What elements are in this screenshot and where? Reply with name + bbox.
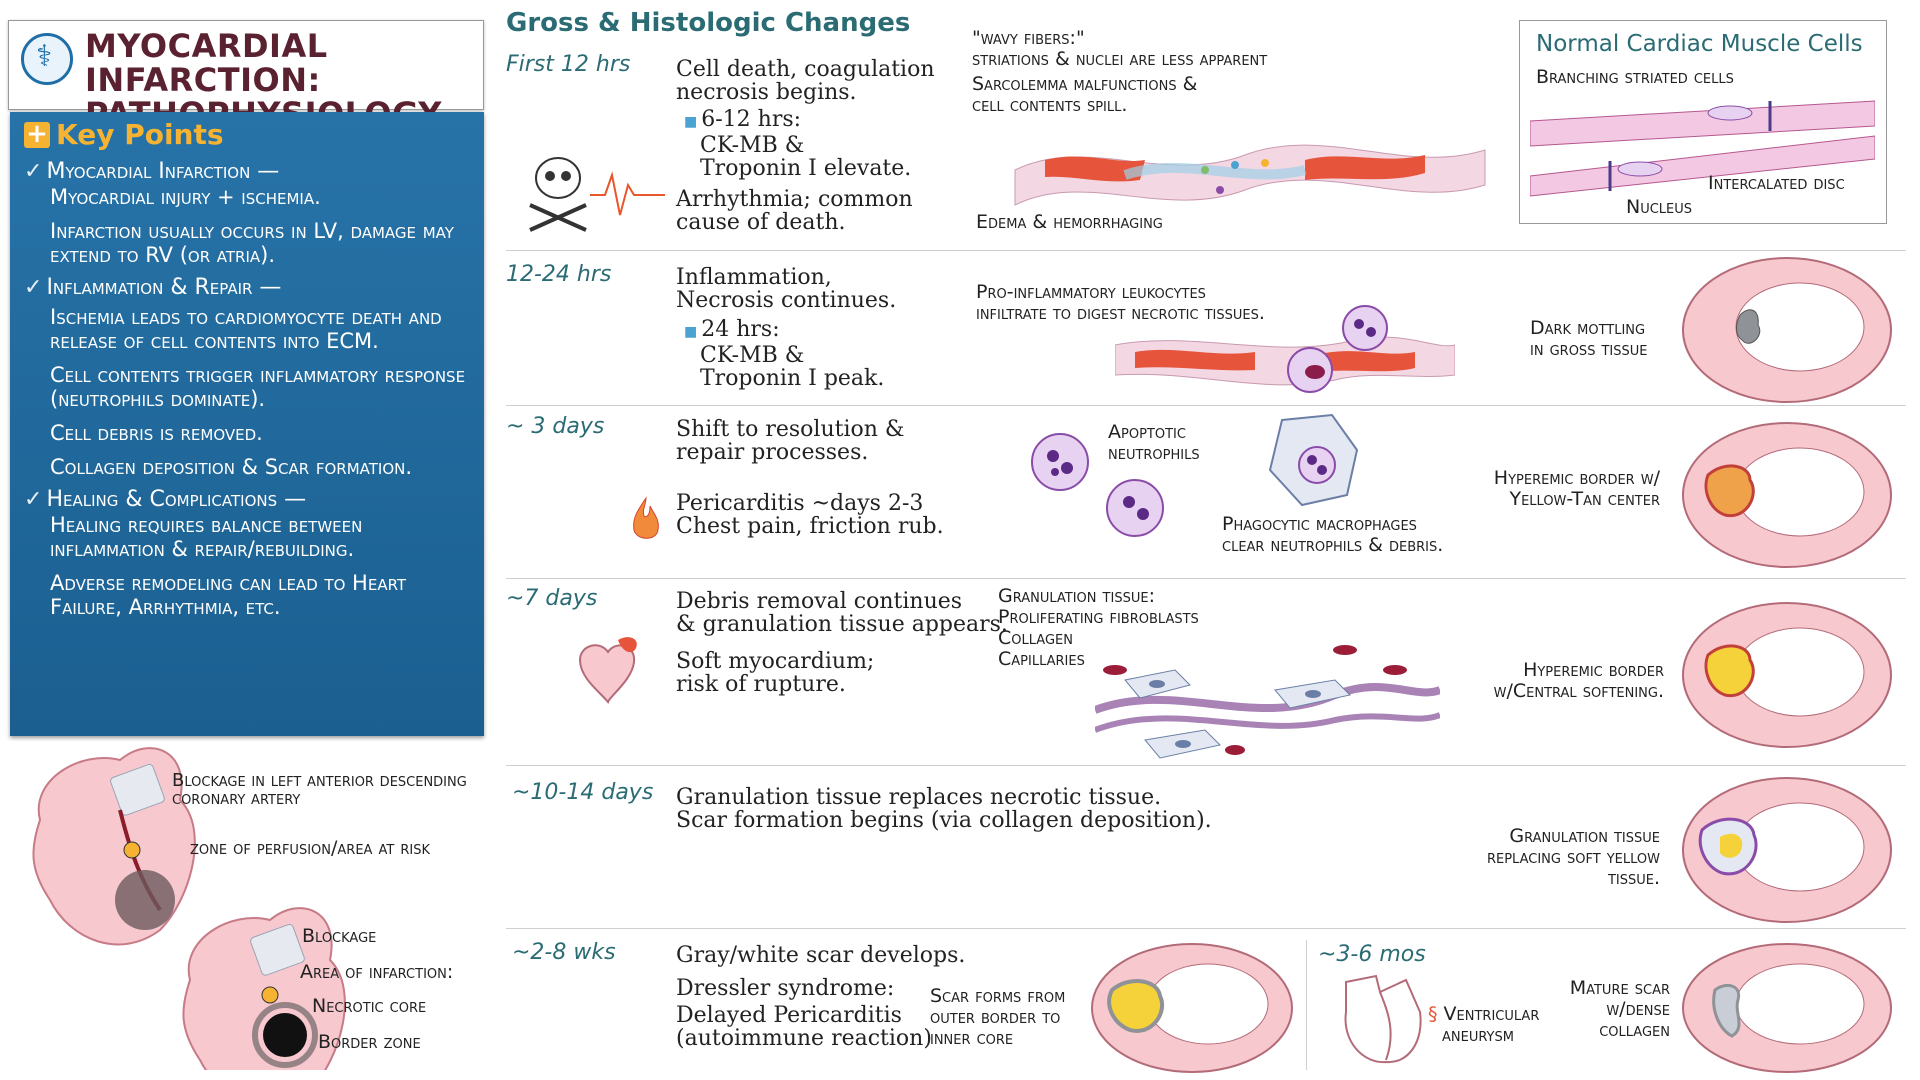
- row2-desc: Inflammation,Necrosis continues. ■24 hrs…: [676, 265, 897, 391]
- title-box: MYOCARDIAL INFARCTION: PATHOPHYSIOLOGY: [8, 20, 484, 131]
- normal-cells-title: Normal Cardiac Muscle Cells: [1536, 31, 1863, 57]
- label-blockage-lad: Blockage in left anterior descending cor…: [172, 770, 467, 809]
- row-divider: [506, 405, 1906, 406]
- row4-time: ~7 days: [506, 586, 598, 611]
- key-point-1: ✓Myocardial Infarction — Myocardial inju…: [24, 159, 454, 267]
- heart-diagram-1: [32, 747, 196, 946]
- row-divider: [506, 765, 1906, 766]
- row6-time: ~2-8 wks: [512, 940, 616, 965]
- label-border: Border zone: [318, 1031, 421, 1053]
- label-branching: Branching striated cells: [1536, 66, 1734, 88]
- row-divider: [506, 250, 1906, 251]
- row1-edema-label: Edema & hemorrhaging: [976, 211, 1163, 233]
- row1-time: First 12 hrs: [506, 52, 631, 77]
- aneurysm-icon: §: [1428, 1003, 1438, 1025]
- granulation-tissue-illustration: [1095, 645, 1440, 759]
- row2-time: 12-24 hrs: [506, 262, 612, 287]
- wavy-fibers-illustration: [1014, 144, 1486, 206]
- row4-gross-heart: [1682, 602, 1892, 748]
- row6-mature-heart: [1682, 943, 1892, 1073]
- key-point-2: ✓Inflammation & Repair — Ischemia leads …: [24, 275, 466, 479]
- label-area: Area of infarction:: [300, 961, 454, 983]
- ventricular-aneurysm-heart: [1344, 974, 1422, 1064]
- row3-time: ~ 3 days: [506, 414, 605, 439]
- row6-vertical-divider: [1306, 940, 1307, 1070]
- leukocyte-illustration: [1115, 305, 1455, 393]
- heart-illustrations: [32, 747, 346, 1070]
- soft-heart-icon: [578, 637, 637, 705]
- heart-diagram-2: [182, 907, 346, 1070]
- macrophage-illustration: [1268, 413, 1359, 507]
- row2-gross-heart: [1682, 257, 1892, 403]
- row-divider: [506, 928, 1906, 929]
- row3-gross-label: Hyperemic border w/Yellow-Tan center: [1493, 467, 1660, 510]
- row5-gross-heart: [1682, 777, 1892, 923]
- normal-cells-box: Normal Cardiac Muscle Cells Branching st…: [1519, 20, 1887, 224]
- row4-histo-labels: Granulation tissue:Proliferating fibrobl…: [998, 585, 1199, 670]
- row5-desc: Granulation tissue replaces necrotic tis…: [676, 785, 1212, 833]
- section-title: Gross & Histologic Changes: [506, 8, 911, 38]
- label-nucleus: Nucleus: [1626, 196, 1693, 218]
- row4-desc: Debris removal continues& granulation ti…: [676, 589, 1008, 697]
- apoptotic-neutrophils-illustration: [1031, 433, 1164, 537]
- fire-icon: [633, 496, 659, 539]
- check-icon: ✓: [24, 487, 43, 512]
- row5-time: ~10-14 days: [512, 780, 654, 805]
- row6-gross-heart: [1091, 943, 1293, 1073]
- key-point-3: ✓Healing & Complications — Healing requi…: [24, 487, 407, 619]
- label-blockage: Blockage: [302, 925, 377, 947]
- label-intercalated: Intercalated disc: [1708, 172, 1845, 194]
- label-zone: zone of perfusion/area at risk: [190, 837, 430, 859]
- caduceus-logo-icon: [21, 33, 73, 85]
- key-points-panel: + Key Points ✓Myocardial Infarction — My…: [10, 112, 484, 736]
- row6-desc: Gray/white scar develops. Dressler syndr…: [676, 943, 966, 1051]
- check-icon: ✓: [24, 275, 43, 300]
- key-points-heading: + Key Points: [24, 118, 470, 151]
- skull-ekg-icon: [529, 157, 665, 232]
- label-core: Necrotic core: [312, 995, 427, 1017]
- row1-histo-labels: "wavy fibers:"striations & nuclei are le…: [972, 27, 1268, 116]
- row-divider: [506, 578, 1906, 579]
- row6-time2: ~3-6 mos: [1318, 942, 1426, 967]
- plus-icon: +: [24, 121, 50, 148]
- row3-gross-heart: [1682, 422, 1892, 568]
- check-icon: ✓: [24, 159, 43, 184]
- row3-desc: Shift to resolution &repair processes. P…: [676, 417, 944, 539]
- cardiac-cells-illustration: [1530, 100, 1875, 197]
